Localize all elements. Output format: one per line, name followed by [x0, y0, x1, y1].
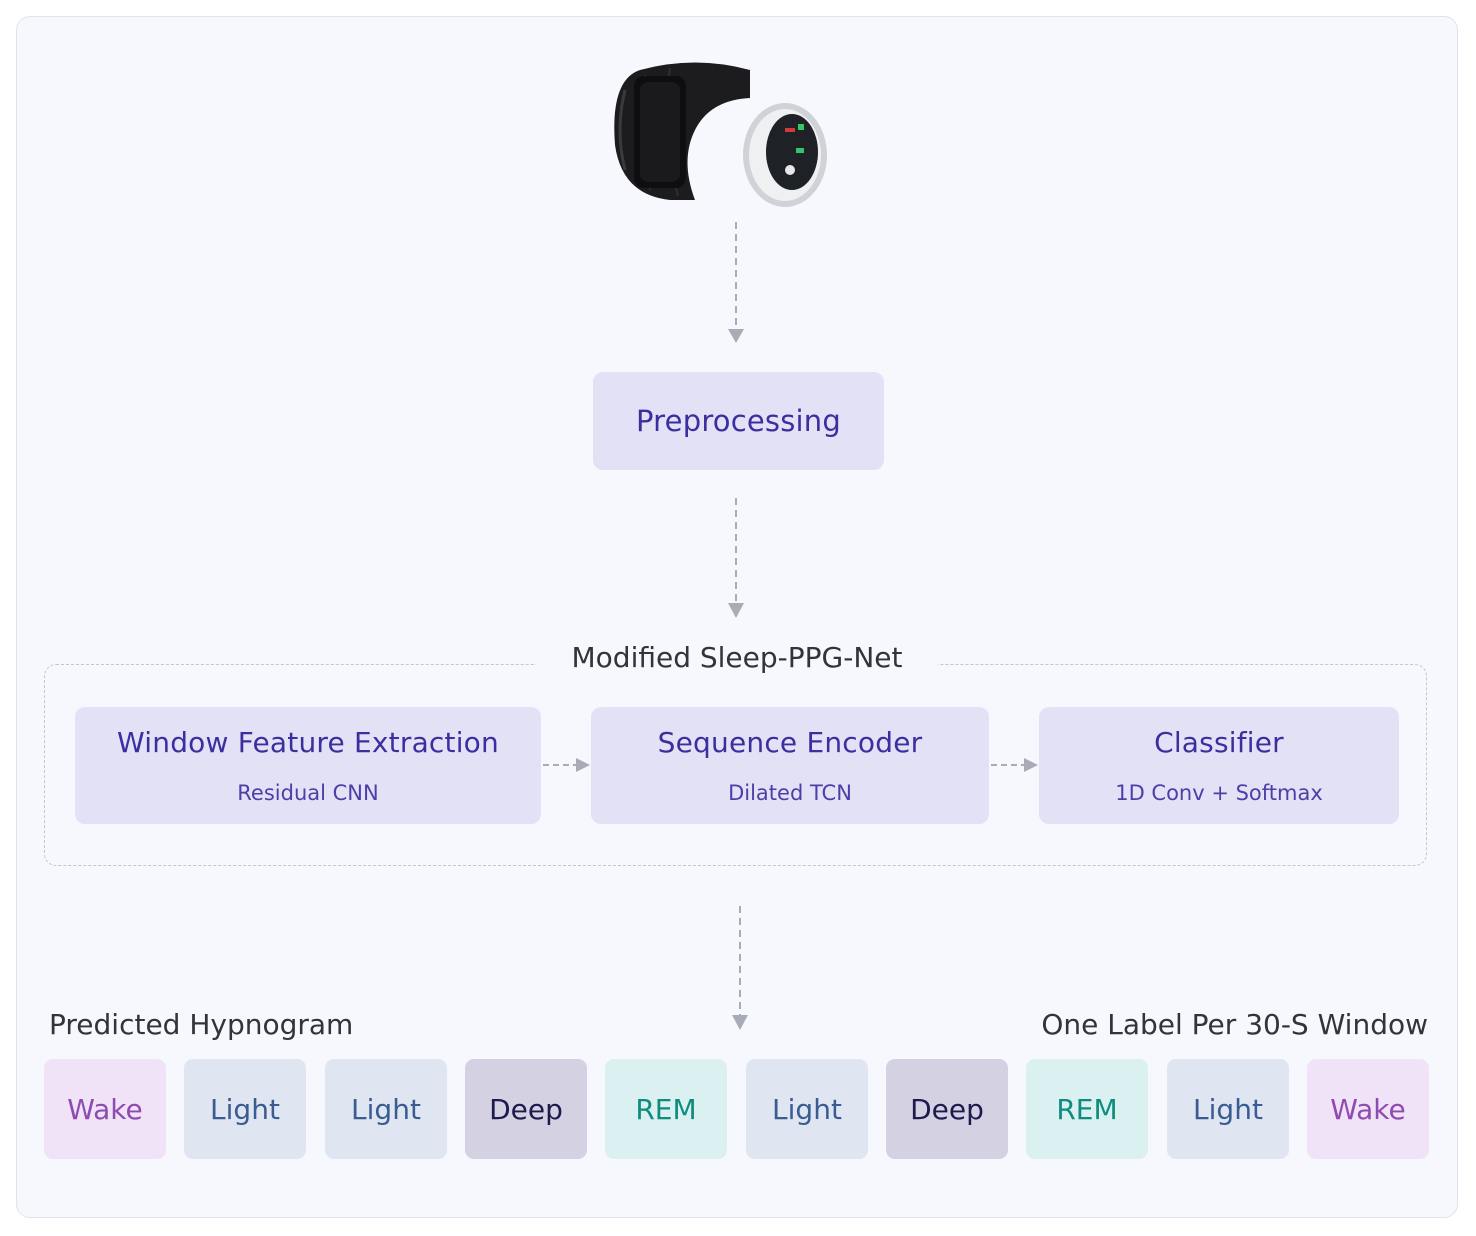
- stage-light: Light: [184, 1059, 306, 1159]
- arrow-extraction-to-encoder: [543, 758, 590, 772]
- arrow-encoder-to-classifier: [991, 758, 1038, 772]
- preprocessing-label: Preprocessing: [636, 404, 841, 438]
- stage-light: Light: [325, 1059, 447, 1159]
- block-title: Classifier: [1154, 726, 1284, 759]
- sequence-encoder-box: Sequence Encoder Dilated TCN: [591, 707, 989, 824]
- hypnogram-caption: Predicted Hypnogram: [49, 1008, 354, 1041]
- block-title: Sequence Encoder: [657, 726, 923, 759]
- stage-rem: REM: [1026, 1059, 1148, 1159]
- block-title: Window Feature Extraction: [117, 726, 499, 759]
- arrow-devices-to-preprocessing: [728, 222, 744, 343]
- stage-deep: Deep: [886, 1059, 1008, 1159]
- stage-light: Light: [746, 1059, 868, 1159]
- stage-rem: REM: [605, 1059, 727, 1159]
- block-subtitle: Dilated TCN: [728, 781, 852, 805]
- stage-deep: Deep: [465, 1059, 587, 1159]
- stage-wake: Wake: [1307, 1059, 1429, 1159]
- wearable-devices-icon: [614, 62, 827, 207]
- window-caption: One Label Per 30-S Window: [1041, 1008, 1428, 1041]
- stage-wake: Wake: [44, 1059, 166, 1159]
- network-title: Modified Sleep-PPG-Net: [536, 638, 938, 678]
- stage-light: Light: [1167, 1059, 1289, 1159]
- arrow-preprocessing-to-network: [728, 498, 744, 618]
- block-subtitle: 1D Conv + Softmax: [1115, 781, 1323, 805]
- preprocessing-box: Preprocessing: [593, 372, 884, 470]
- block-subtitle: Residual CNN: [237, 781, 379, 805]
- window-feature-extraction-box: Window Feature Extraction Residual CNN: [75, 707, 541, 824]
- classifier-box: Classifier 1D Conv + Softmax: [1039, 707, 1399, 824]
- arrow-network-to-hypnogram: [732, 906, 748, 1030]
